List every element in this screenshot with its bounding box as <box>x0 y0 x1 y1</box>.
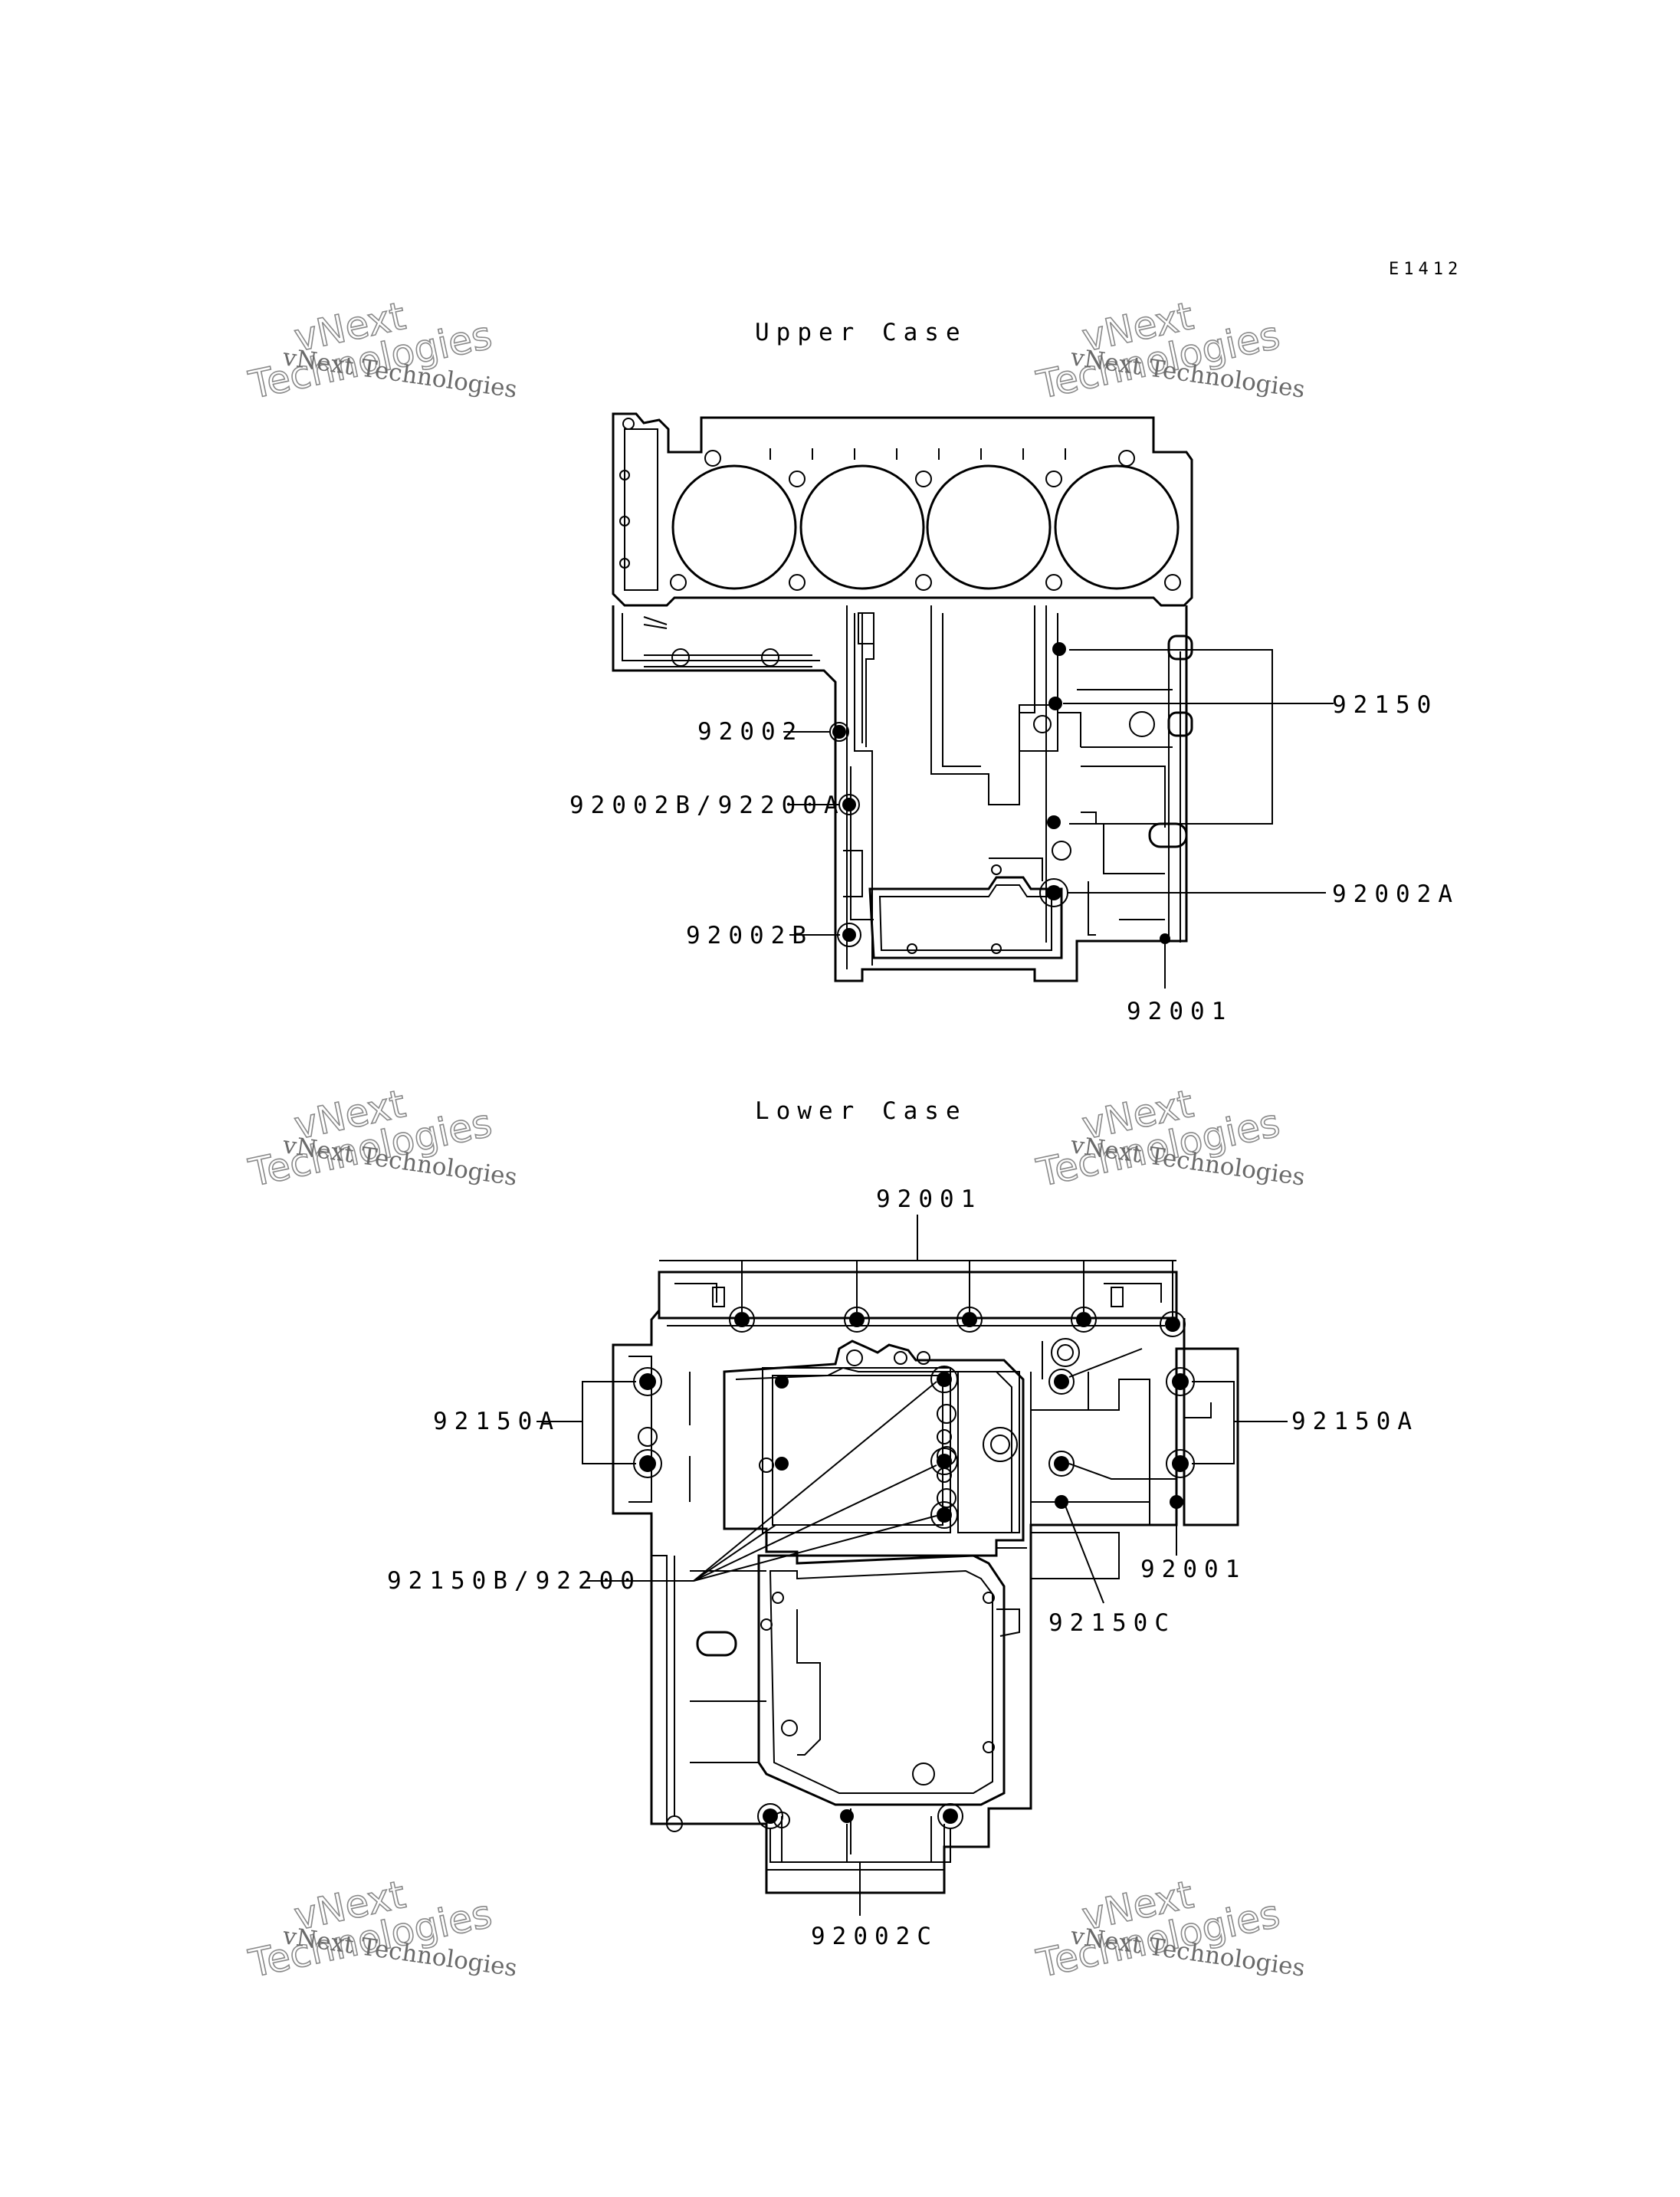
callout-92001-upper: 92001 <box>1127 998 1232 1025</box>
callout-92002b-92200a: 92002B/92200A <box>569 792 845 819</box>
callout-92150b-92200: 92150B/92200 <box>387 1567 641 1595</box>
upper-case-drawing <box>612 412 1334 989</box>
callout-92001-top: 92001 <box>876 1185 982 1213</box>
upper-case-title: Upper Case <box>755 319 967 346</box>
callout-92150: 92150 <box>1332 691 1438 719</box>
callout-92002b: 92002B <box>686 922 813 949</box>
diagram-reference: E1412 <box>1389 260 1462 279</box>
callout-92150a-right: 92150A <box>1291 1408 1419 1435</box>
callout-92001-right: 92001 <box>1140 1556 1246 1583</box>
callout-92150c: 92150C <box>1048 1609 1176 1637</box>
callout-92002c: 92002C <box>811 1923 938 1950</box>
callout-92002a: 92002A <box>1332 880 1459 908</box>
callout-92150a-left: 92150A <box>433 1408 560 1435</box>
watermarks: vNext Technologies vNext Technologies vN… <box>244 293 1307 1986</box>
lower-case-drawing <box>536 1215 1288 1916</box>
callout-92002: 92002 <box>697 718 803 746</box>
lower-case-title: Lower Case <box>755 1097 967 1125</box>
